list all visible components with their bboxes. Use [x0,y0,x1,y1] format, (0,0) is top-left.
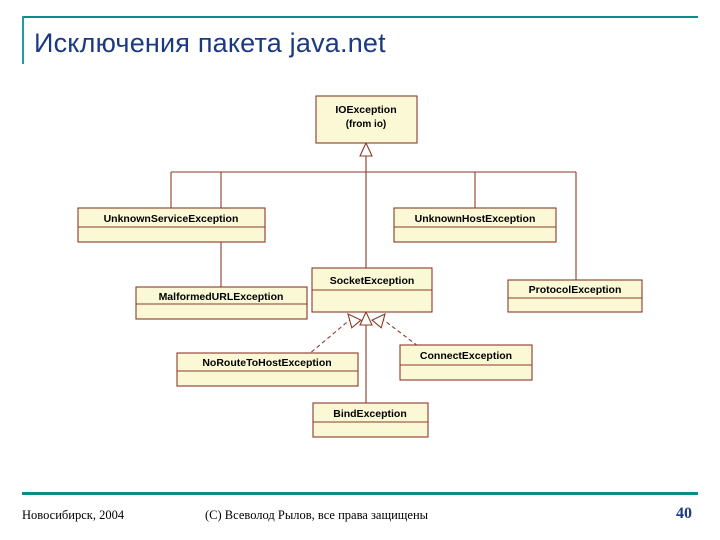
uml-class-noroutetohostexception[interactable]: NoRouteToHostException [176,352,359,387]
uml-class-socketexception[interactable]: SocketException [311,267,433,313]
footer-copyright: (С) Всеволод Рылов, все права защищены [205,508,429,522]
footer-rule [22,492,698,495]
page-number: 40 [676,505,692,522]
uml-class-unknownserviceexception[interactable]: UnknownServiceException [77,207,266,243]
generalization-arrow-io [359,141,373,157]
title-left-rule [22,16,24,64]
uml-class-unknownhostexception[interactable]: UnknownHostException [393,207,557,243]
uml-class-name: UnknownHostException [415,213,536,225]
uml-class-name: UnknownServiceException [104,213,239,225]
uml-class-connectexception[interactable]: ConnectException [399,344,533,381]
uml-class-name: BindException [333,408,407,420]
uml-class-name: NoRouteToHostException [202,357,331,369]
generalization-arrow-noroute [347,312,362,329]
uml-class-name: ConnectException [420,350,512,362]
title-top-rule [22,16,698,18]
uml-class-name: IOException [335,104,396,116]
uml-class-ioexception[interactable]: IOException (from io) [315,95,418,144]
uml-class-bindexception[interactable]: BindException [312,402,429,438]
uml-class-malformedurlexception[interactable]: MalformedURLException [135,286,308,320]
page-title: Исключения пакета java.net [34,28,386,58]
uml-class-diagram: IOException (from io) UnknownServiceExce… [0,80,720,460]
uml-class-name: ProtocolException [529,284,622,296]
uml-class-name: MalformedURLException [159,291,284,303]
uml-class-stereotype: (from io) [346,119,387,130]
generalization-arrow-bind [359,310,373,326]
generalization-arrow-connect [371,312,386,329]
connector-layer [170,143,577,287]
footer-location: Новосибирск, 2004 [22,508,125,522]
uml-class-protocolexception[interactable]: ProtocolException [507,279,643,313]
uml-class-name: SocketException [330,275,415,287]
